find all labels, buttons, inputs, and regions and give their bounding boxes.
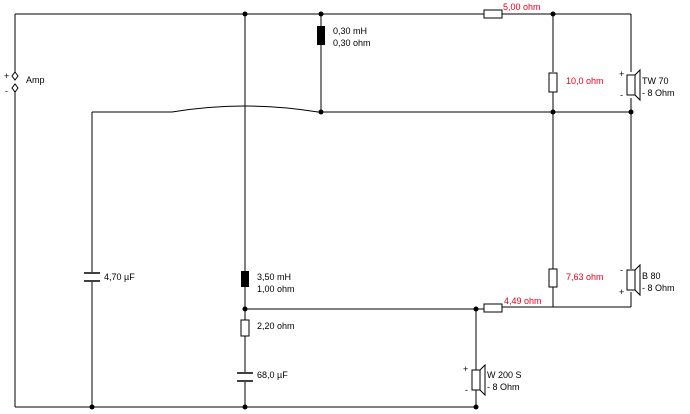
amp-label: Amp [26, 75, 45, 85]
amp-plus-sign: + [4, 71, 9, 81]
r-b80-parallel-value: 7,63 ohm [566, 272, 604, 282]
r-zobel-value: 2,20 ohm [257, 321, 295, 331]
resistor-series-b80: 4,49 ohm [483, 296, 542, 313]
capacitor-zobel: 68,0 µF [237, 370, 288, 382]
w200s-minus: - [465, 385, 468, 395]
junction-dot [473, 306, 479, 312]
inductor-l1: 0,30 mH 0,30 ohm [317, 26, 371, 48]
speaker-tw70-magnet [626, 74, 636, 96]
junction-dot [473, 404, 479, 410]
junctions [89, 11, 634, 410]
junction-dot [242, 11, 248, 17]
c-zobel-value: 68,0 µF [257, 370, 288, 380]
inductor-l2: 3,50 mH 1,00 ohm [241, 271, 295, 294]
speaker-w200s-magnet [471, 369, 481, 391]
b80-name: B 80 [642, 271, 661, 281]
b80-impedance: - 8 Ohm [642, 283, 675, 293]
b80-minus: - [620, 265, 623, 275]
resistor-series-top: 5,00 ohm [483, 2, 541, 19]
junction-dot [318, 11, 324, 17]
speaker-b80-magnet [626, 269, 636, 291]
resistor-tw-parallel-body [548, 72, 558, 93]
amp-terminal-minus [11, 83, 19, 93]
wire-mid-rail-left [92, 105, 319, 113]
amp-terminals: + - Amp [4, 71, 45, 96]
r-tw-parallel-value: 10,0 ohm [566, 76, 604, 86]
resistor-zobel-body [240, 319, 250, 337]
speaker-w200s-cone [479, 363, 486, 397]
capacitor-main: 4,70 µF [84, 272, 135, 282]
speaker-b80: - + B 80 - 8 Ohm [619, 263, 675, 297]
junction-dot [242, 404, 248, 410]
r-series-b80-value: 4,49 ohm [504, 296, 542, 306]
junction-dot [550, 11, 556, 17]
speaker-tw70: + - TW 70 - 8 Ohm [619, 68, 675, 102]
amp-minus-sign: - [5, 86, 8, 96]
tw70-impedance: - 8 Ohm [642, 88, 675, 98]
l2-resistance: 1,00 ohm [257, 284, 295, 294]
c-main-value: 4,70 µF [104, 272, 135, 282]
tw70-name: TW 70 [642, 76, 669, 86]
junction-dot [242, 306, 248, 312]
tw70-plus: + [619, 69, 624, 79]
resistor-tw-parallel: 10,0 ohm [548, 72, 604, 93]
w200s-plus: + [463, 364, 468, 374]
speaker-b80-cone [634, 263, 641, 297]
resistor-b80-parallel: 7,63 ohm [548, 268, 604, 288]
inductor-l1-body [317, 26, 325, 45]
junction-dot [550, 109, 556, 115]
w200s-impedance: - 8 Ohm [487, 382, 520, 392]
junction-dot [628, 109, 634, 115]
resistor-b80-parallel-body [548, 268, 558, 288]
l1-resistance: 0,30 ohm [333, 38, 371, 48]
b80-plus: + [619, 287, 624, 297]
inductor-l2-body [241, 271, 249, 287]
junction-dot [89, 404, 95, 410]
amp-terminal-plus [11, 71, 19, 81]
junction-dot [318, 109, 324, 115]
wires [14, 13, 632, 408]
resistor-series-b80-body [483, 303, 503, 313]
l2-value: 3,50 mH [257, 272, 291, 282]
w200s-name: W 200 S [487, 370, 522, 380]
resistor-series-top-body [483, 9, 503, 19]
tw70-minus: - [620, 90, 623, 100]
resistor-zobel: 2,20 ohm [240, 319, 295, 337]
speaker-tw70-cone [634, 68, 641, 102]
speaker-w200s: + - W 200 S - 8 Ohm [463, 363, 522, 397]
r-series-top-value: 5,00 ohm [503, 2, 541, 12]
l1-value: 0,30 mH [333, 26, 367, 36]
